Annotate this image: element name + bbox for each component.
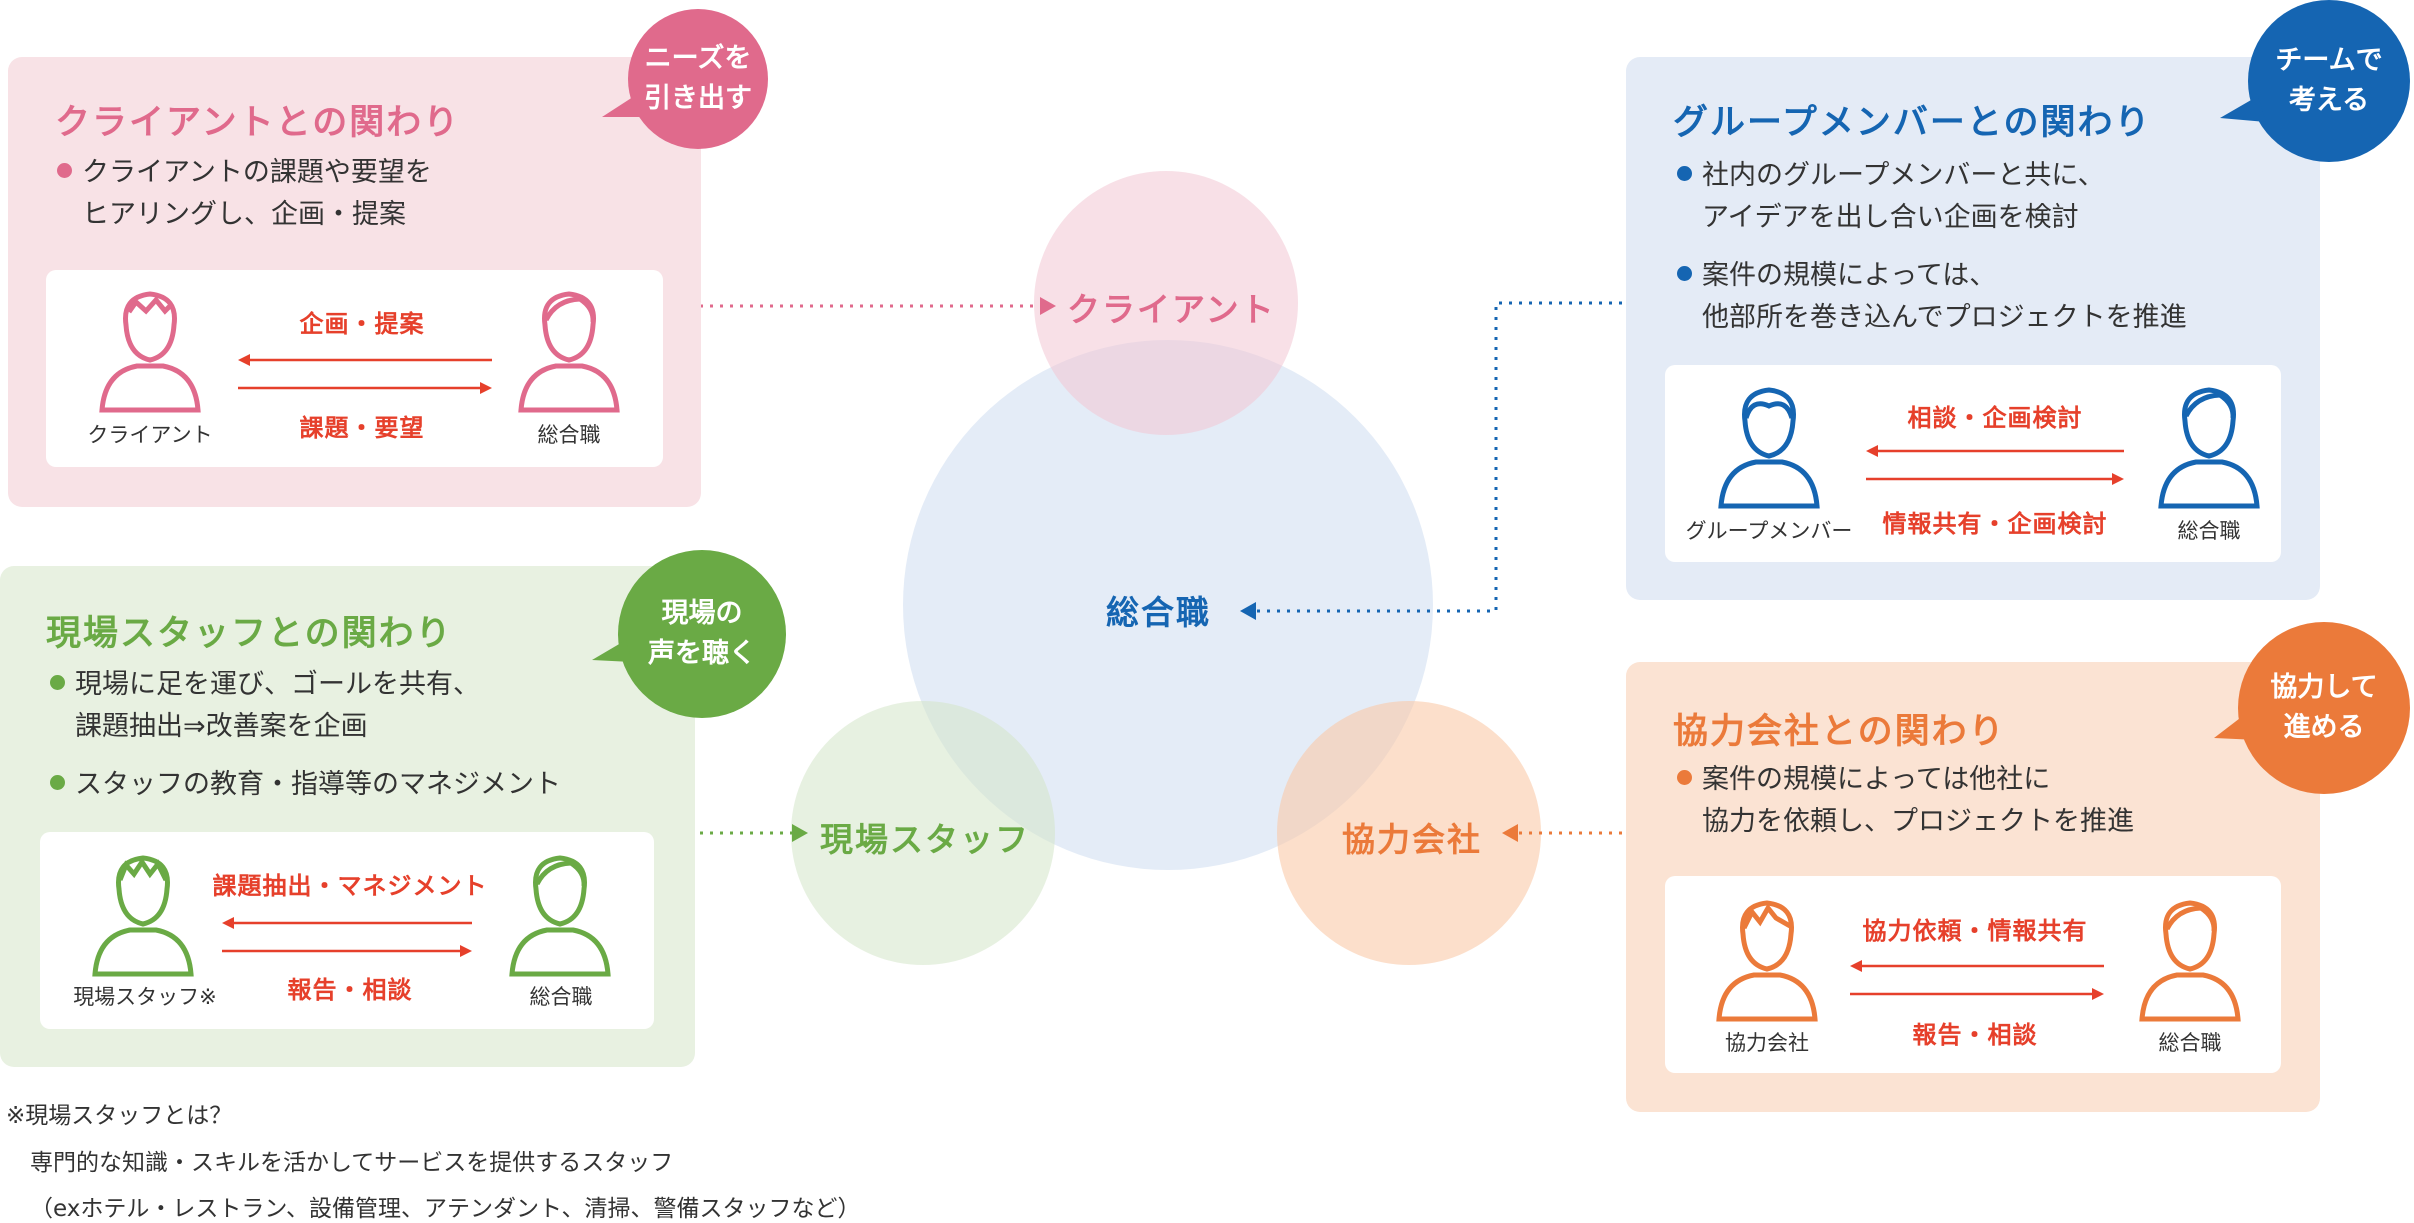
footnote-examples: （exホテル・レストラン、設備管理、アテンダント、清掃、警備スタッフなど） (30, 1196, 861, 1222)
client-badge: ニーズを 引き出す (628, 9, 768, 149)
client-arrowhead (1040, 297, 1056, 315)
partner-generalist-icon (2139, 900, 2241, 1022)
staff-generalist-icon (509, 855, 611, 977)
main-label: 総合職 (1106, 593, 1211, 632)
field-staff-label: 現場スタッフ※ (73, 985, 217, 1009)
partner-company-icon (1716, 900, 1818, 1022)
group-badge-tail (2220, 96, 2266, 122)
staff-badge-tail (592, 640, 632, 662)
staff-arrow-bottom-label: 報告・相談 (287, 976, 413, 1004)
client-circle (1034, 171, 1298, 435)
group-arrow-top-label: 相談・企画検討 (1907, 404, 2083, 432)
group-generalist-icon (2158, 387, 2260, 509)
client-staff-label: 総合職 (537, 423, 601, 447)
staff-circle (791, 701, 1055, 965)
client-bullet-1: クライアントの課題や要望を ヒアリングし、企画・提案 (57, 152, 432, 236)
partner-label: 協力会社 (1342, 820, 1482, 859)
client-arrow-top-label: 企画・提案 (299, 310, 425, 338)
partner-panel-title: 協力会社との関わり (1673, 712, 2006, 752)
staff-bullet-2: スタッフの教育・指導等のマネジメント (50, 764, 561, 806)
client-label: クライアント (1067, 290, 1276, 329)
staff-arrowhead (792, 824, 808, 842)
staff-badge: 現場の 声を聴く (618, 550, 786, 718)
client-panel-title: クライアントとの関わり (55, 103, 461, 143)
partner-badge-tail (2214, 712, 2258, 740)
staff-panel-title: 現場スタッフとの関わり (46, 614, 453, 654)
client-person-label: クライアント (87, 423, 213, 447)
partner-arrow-bottom-label: 報告・相談 (1912, 1021, 2038, 1049)
staff-bullet-1: 現場に足を運び、ゴールを共有、 課題抽出⇒改善案を企画 (50, 664, 480, 748)
group-bullet-2: 案件の規模によっては、 他部所を巻き込んでプロジェクトを推進 (1677, 255, 2187, 339)
partner-circle (1277, 701, 1541, 965)
group-arrowhead (1240, 602, 1256, 620)
partner-bullet-1: 案件の規模によっては他社に 協力を依頼し、プロジェクトを推進 (1677, 759, 2134, 843)
group-member-icon (1718, 387, 1820, 509)
client-badge-tail (602, 95, 644, 117)
staff-generalist-label: 総合職 (529, 985, 593, 1009)
main-circle (903, 340, 1433, 870)
partner-arrow-top-label: 協力依頼・情報共有 (1862, 917, 2088, 945)
staff-arrow-top-label: 課題抽出・マネジメント (212, 872, 488, 900)
partner-arrowhead (1502, 824, 1518, 842)
staff-label: 現場スタッフ (820, 820, 1030, 859)
client-person-icon (99, 291, 201, 413)
group-panel-title: グループメンバーとの関わり (1673, 103, 2152, 143)
group-arrow-bottom-label: 情報共有・企画検討 (1882, 510, 2108, 538)
client-arrow-bottom-label: 課題・要望 (299, 414, 425, 442)
group-generalist-label: 総合職 (2177, 519, 2241, 543)
partner-badge: 協力して 進める (2238, 622, 2410, 794)
field-staff-icon (92, 855, 194, 977)
footnote-heading: ※現場スタッフとは？ (6, 1103, 233, 1129)
client-staff-icon (518, 291, 620, 413)
partner-company-label: 協力会社 (1725, 1031, 1809, 1055)
group-badge: チームで 考える (2248, 0, 2410, 162)
group-member-label: グループメンバー (1685, 519, 1853, 543)
group-bullet-1: 社内のグループメンバーと共に、 アイデアを出し合い企画を検討 (1677, 155, 2105, 239)
partner-generalist-label: 総合職 (2158, 1031, 2222, 1055)
footnote-definition: 専門的な知識・スキルを活かしてサービスを提供するスタッフ (30, 1150, 674, 1176)
